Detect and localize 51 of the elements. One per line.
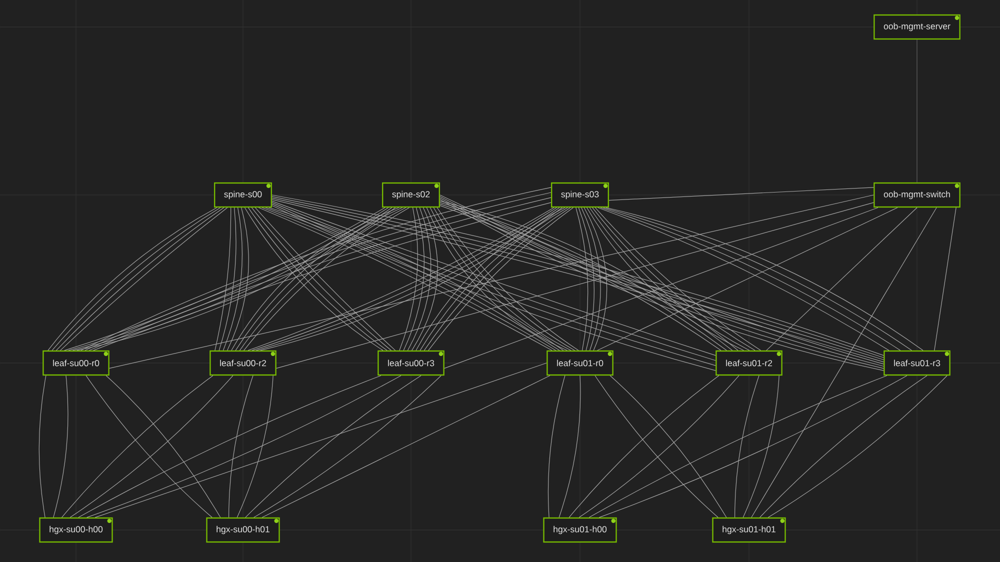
link-line [934,207,956,351]
link-line [608,187,874,201]
link-line [548,375,566,518]
link-line [558,375,581,518]
link-line [70,375,234,518]
link-line [578,207,594,351]
link-line [584,207,608,351]
link-line [581,207,601,351]
link-line [578,375,740,518]
link-line [38,375,46,518]
link-line [734,375,760,518]
link-line [594,375,718,518]
link-line [766,207,918,351]
device-box: leaf-su01-r0 [546,350,614,376]
link-line [94,362,547,518]
link-line [109,194,874,369]
link-line [610,375,727,518]
link-line [568,375,720,518]
device-box: leaf-su01-r3 [884,350,950,376]
device-box: spine-s03 [551,182,610,208]
device-box: leaf-su00-r0 [42,350,110,376]
link-line [86,375,212,518]
device-box: spine-s00 [214,182,272,208]
link-line [61,375,214,518]
device-box: leaf-su01-r2 [716,350,782,376]
link-line [742,375,780,518]
device-box: leaf-su00-r3 [378,350,444,376]
link-line [53,375,68,518]
link-line [214,207,232,351]
link-line [227,207,249,351]
link-line [222,207,242,351]
link-line [106,375,221,518]
link-line [262,375,550,518]
link-line [403,207,424,351]
link-line [916,39,918,183]
link-line [407,207,432,351]
link-line [576,207,588,351]
link-line [751,207,937,518]
device-box: oob-mgmt-server [874,14,960,40]
link-line [236,375,274,518]
link-line [218,207,236,351]
device-box: hgx-su00-h01 [206,517,280,543]
device-box: hgx-su00-h00 [39,517,113,543]
device-box: oob-mgmt-switch [874,182,960,208]
link-line [228,375,254,518]
device-box: leaf-su00-r2 [210,350,276,376]
device-box: hgx-su01-h01 [712,517,786,543]
link-line [399,207,418,351]
device-box: spine-s02 [382,182,440,208]
link-line [412,207,438,351]
device-box: hgx-su01-h00 [543,517,617,543]
